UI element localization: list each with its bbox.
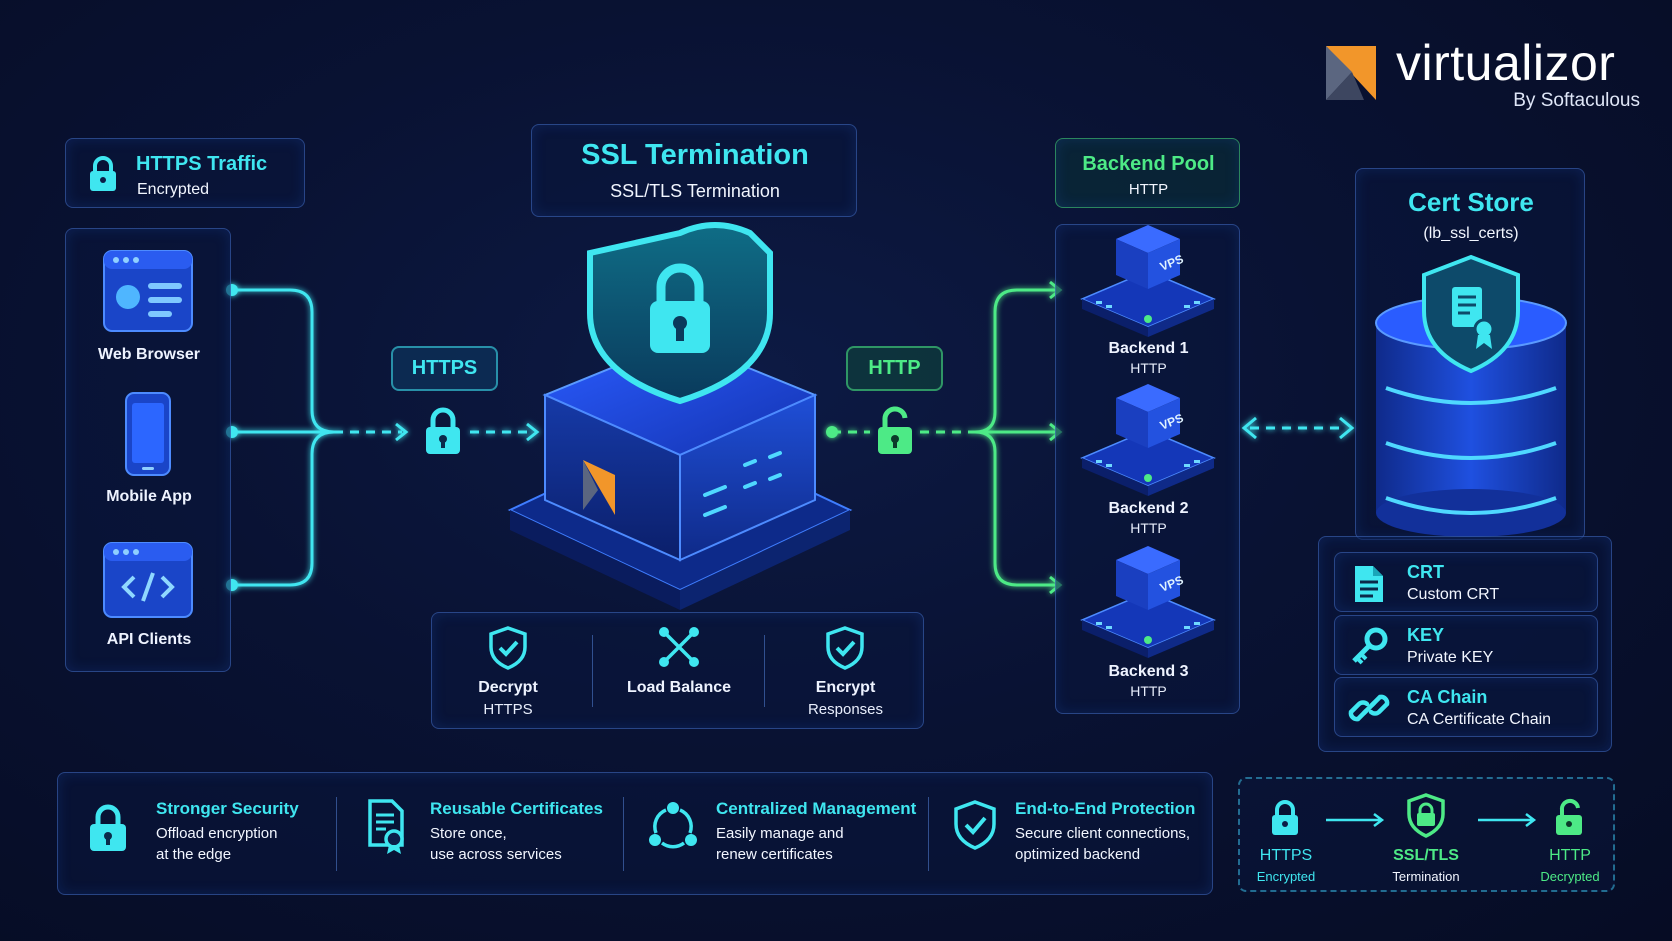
benefit-2-line1: Store once,: [430, 825, 507, 842]
backend-pool-header: Backend Pool HTTP: [1055, 138, 1240, 208]
encrypt-shield-check-icon: [826, 626, 864, 670]
mobile-phone-icon: [125, 392, 171, 476]
cert-item-ca-chain: CA Chain CA Certificate Chain: [1334, 677, 1598, 737]
legend-ssl-title: SSL/TLS: [1393, 847, 1459, 864]
clients-panel: Web Browser Mobile App API Clients: [65, 228, 231, 672]
legend-arrow-icon: [1478, 813, 1537, 827]
benefit-shield-check-icon: [954, 800, 996, 850]
benefit-certificate-icon: [368, 799, 404, 854]
load-balance-icon: [659, 627, 699, 667]
vps-server-icon: VPS: [1080, 225, 1216, 337]
legend-http-unlock-icon: [1556, 798, 1582, 835]
ssl-termination-header: SSL Termination SSL/TLS Termination: [531, 124, 857, 217]
cert-item-crt: CRT Custom CRT: [1334, 552, 1598, 612]
cert-item-ca-title: CA Chain: [1407, 687, 1488, 707]
benefit-3-title: Centralized Management: [716, 799, 917, 818]
legend-ssl-shield-icon: [1407, 793, 1445, 838]
cert-item-crt-title: CRT: [1407, 562, 1444, 582]
backend-list-panel: VPS Backend 1 HTTP VPS Backend 2 HTTP VP…: [1055, 224, 1240, 714]
client-label-web-browser: Web Browser: [98, 346, 200, 363]
benefit-4-line2: optimized backend: [1015, 846, 1141, 863]
chain-link-icon: [1348, 694, 1390, 722]
benefit-divider: [623, 797, 624, 871]
benefit-1-line2: at the edge: [156, 846, 232, 863]
legend-ssl-sub: Termination: [1392, 869, 1460, 884]
cert-item-key-title: KEY: [1407, 625, 1445, 645]
benefit-1-line1: Offload encryption: [156, 825, 278, 842]
backend-3-name: Backend 3: [1108, 663, 1189, 680]
https-lock-icon: [426, 407, 460, 454]
function-decrypt-line1: Decrypt: [478, 679, 538, 696]
backend-pool-subtitle: HTTP: [1128, 181, 1169, 198]
legend-http-title: HTTP: [1549, 847, 1591, 864]
key-icon: [1352, 627, 1388, 665]
benefit-cycle-icon: [649, 802, 697, 849]
benefit-lock-icon: [90, 804, 126, 851]
function-divider: [764, 635, 765, 707]
vps-server-icon: VPS: [1080, 546, 1216, 658]
benefit-2-line2: use across services: [430, 846, 562, 863]
backend-2-name: Backend 2: [1108, 500, 1189, 517]
http-pill: HTTP: [846, 346, 943, 391]
cert-item-key: KEY Private KEY: [1334, 615, 1598, 675]
ssl-termination-subtitle: SSL/TLS Termination: [610, 181, 780, 201]
https-traffic-header: HTTPS Traffic Encrypted: [65, 138, 305, 208]
cert-store-title: Cert Store: [1408, 187, 1534, 217]
https-pill: HTTPS: [391, 346, 498, 391]
cert-item-ca-desc: CA Certificate Chain: [1407, 711, 1552, 728]
benefit-3-line2: renew certificates: [716, 846, 833, 863]
legend-http-sub: Decrypted: [1540, 869, 1600, 884]
client-label-mobile-app: Mobile App: [106, 488, 192, 505]
brand-logo: virtualizor By Softaculous: [1322, 35, 1642, 118]
cert-item-key-desc: Private KEY: [1407, 649, 1494, 666]
benefit-divider: [928, 797, 929, 871]
cert-item-crt-desc: Custom CRT: [1407, 586, 1500, 603]
vps-server-icon: VPS: [1080, 384, 1216, 496]
lock-icon: [90, 156, 116, 191]
http-unlocked-icon: [878, 406, 912, 454]
benefit-3-line1: Easily manage and: [716, 825, 844, 842]
ssl-termination-title: SSL Termination: [581, 139, 809, 171]
softaculous-logo-icon: [1326, 46, 1376, 100]
function-encrypt-line1: Encrypt: [815, 679, 876, 696]
flow-legend: HTTPS Encrypted SSL/TLS Termination HTTP…: [1238, 777, 1615, 892]
ssl-functions-panel: Decrypt HTTPS Load Balance Encrypt Respo…: [431, 612, 924, 729]
function-divider: [592, 635, 593, 707]
decrypt-shield-check-icon: [489, 626, 527, 670]
cert-store-subtitle: (lb_ssl_certs): [1423, 225, 1519, 242]
legend-https-lock-icon: [1272, 800, 1298, 835]
brand-name: virtualizor: [1396, 35, 1616, 91]
backend-1-name: Backend 1: [1108, 340, 1189, 357]
backend-2-proto: HTTP: [1130, 520, 1167, 536]
https-traffic-title: HTTPS Traffic: [136, 153, 268, 175]
ssl-termination-appliance: [507, 222, 853, 610]
https-traffic-subtitle: Encrypted: [137, 181, 210, 198]
legend-https-title: HTTPS: [1259, 847, 1313, 864]
web-browser-icon: [103, 250, 193, 332]
legend-https-sub: Encrypted: [1256, 869, 1316, 884]
function-decrypt-line2: HTTPS: [483, 701, 533, 718]
function-encrypt-line2: Responses: [807, 701, 884, 718]
brand-byline: By Softaculous: [1513, 90, 1640, 111]
document-icon: [1355, 566, 1383, 602]
legend-arrow-icon: [1326, 813, 1385, 827]
certificate-database-icon: [1375, 254, 1567, 537]
code-window-icon: [103, 542, 193, 618]
function-load-balance-label: Load Balance: [626, 679, 732, 696]
cert-items-panel: CRT Custom CRT KEY Private KEY CA Chain …: [1318, 536, 1612, 752]
client-label-api-clients: API Clients: [106, 631, 192, 648]
benefit-divider: [336, 797, 337, 871]
benefit-4-title: End-to-End Protection: [1015, 799, 1196, 818]
benefit-1-title: Stronger Security: [156, 799, 299, 818]
benefit-2-title: Reusable Certificates: [430, 799, 603, 818]
backend-3-proto: HTTP: [1130, 683, 1167, 699]
backend-1-proto: HTTP: [1130, 360, 1167, 376]
benefits-bar: Stronger Security Offload encryption at …: [57, 772, 1213, 895]
backend-pool-title: Backend Pool: [1082, 153, 1215, 175]
cert-store-panel: Cert Store (lb_ssl_certs): [1355, 168, 1585, 540]
benefit-4-line1: Secure client connections,: [1015, 825, 1191, 842]
